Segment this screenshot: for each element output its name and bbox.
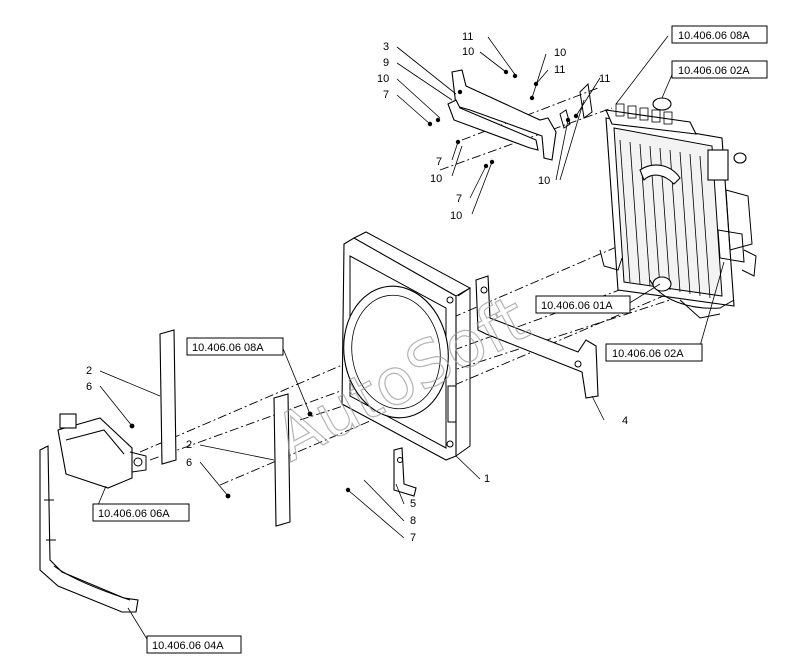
reference-box[interactable]: 10.406.06 08A (186, 337, 284, 356)
callout-10: 10 (377, 73, 389, 85)
callout-7: 7 (456, 193, 462, 205)
reference-box[interactable]: 10.406.06 02A (605, 343, 703, 362)
leader-lines (95, 35, 725, 645)
reference-label: 10.406.06 04A (152, 640, 224, 652)
reference-box[interactable]: 10.406.06 04A (146, 635, 242, 654)
callout-2: 2 (86, 365, 92, 377)
callout-7: 7 (436, 156, 442, 168)
callout-11: 11 (599, 73, 610, 85)
callout-1: 1 (484, 473, 490, 485)
seal-strips (129, 329, 313, 527)
callout-7: 7 (383, 89, 389, 101)
reference-label: 10.406.06 08A (192, 342, 264, 354)
callout-6: 6 (86, 381, 92, 393)
expansion-tank (39, 413, 147, 613)
callout-6: 6 (186, 457, 192, 469)
reference-label: 10.406.06 02A (678, 65, 750, 77)
callout-10: 10 (450, 210, 462, 222)
reference-label: 10.406.06 01A (541, 300, 613, 312)
reference-box[interactable]: 10.406.06 02A (671, 60, 768, 79)
callout-11: 11 (554, 64, 565, 76)
reference-box[interactable]: 10.406.06 06A (92, 503, 190, 522)
reference-label: 10.406.06 06A (98, 508, 170, 520)
reference-label: 10.406.06 08A (678, 30, 750, 42)
reference-box[interactable]: 10.406.06 08A (671, 25, 768, 44)
callout-8: 8 (410, 515, 416, 527)
callout-4: 4 (622, 415, 628, 427)
reference-label: 10.406.06 02A (612, 348, 684, 360)
callout-10: 10 (462, 46, 474, 58)
callout-3: 3 (383, 41, 389, 53)
lower-bracket (345, 447, 417, 497)
callout-7: 7 (410, 532, 416, 544)
callout-11: 11 (462, 31, 473, 43)
reference-boxes: 10.406.06 08A 10.406.06 02A 10.406.06 01… (92, 25, 768, 654)
callout-5: 5 (410, 498, 416, 510)
side-baffle (475, 275, 599, 399)
upper-brackets (427, 69, 593, 169)
callout-10: 10 (554, 47, 566, 59)
callout-2: 2 (186, 439, 192, 451)
radiator-assembly (599, 97, 757, 319)
callout-10: 10 (538, 175, 550, 187)
callout-10: 10 (430, 173, 442, 185)
callout-9: 9 (383, 57, 389, 69)
fan-shroud (341, 231, 471, 461)
callout-numbers: 3 9 10 7 11 10 10 11 11 7 10 7 10 10 2 6… (86, 31, 628, 544)
reference-box[interactable]: 10.406.06 01A (535, 295, 631, 314)
